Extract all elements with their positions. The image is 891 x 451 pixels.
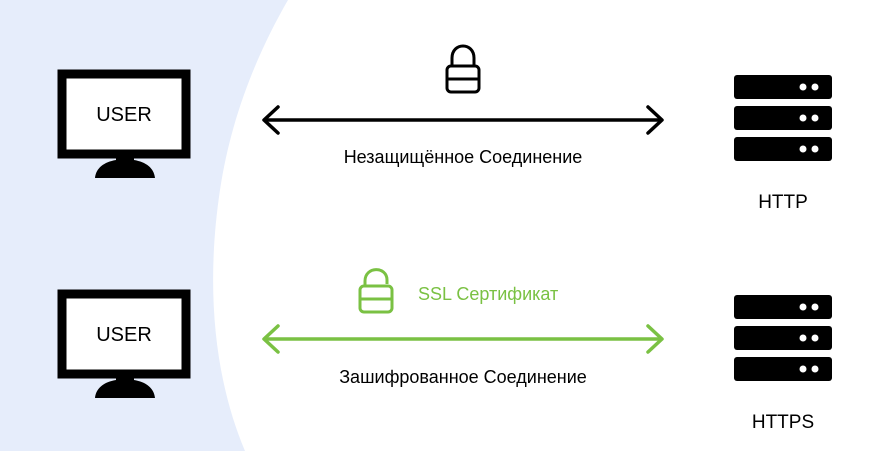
arrowhead-right-icon bbox=[646, 324, 664, 354]
bottom-lock-icon bbox=[358, 268, 394, 314]
monitor-stand-icon bbox=[95, 154, 155, 178]
top-connection-label: Незащищённое Соединение bbox=[344, 147, 583, 167]
top-lock-icon bbox=[445, 44, 481, 94]
monitor-stand-icon bbox=[95, 374, 155, 398]
arrowhead-left-icon bbox=[262, 324, 280, 354]
arrowhead-right-icon bbox=[646, 105, 664, 135]
bottom-connection-label: Зашифрованное Соединение bbox=[339, 367, 587, 387]
bottom-server-icon bbox=[734, 295, 832, 381]
top-user-label: USER bbox=[96, 104, 152, 126]
bottom-user-label: USER bbox=[96, 324, 152, 346]
bottom-server-label: HTTPS bbox=[752, 412, 814, 433]
bottom-connection-arrow bbox=[262, 324, 664, 354]
bottom-user-monitor: USER bbox=[57, 289, 191, 398]
monitor-icon bbox=[57, 69, 191, 159]
top-connection-arrow bbox=[262, 105, 664, 135]
ssl-certificate-label: SSL Сертификат bbox=[418, 284, 558, 304]
top-server-icon bbox=[734, 75, 832, 161]
top-server-label: HTTP bbox=[758, 192, 808, 213]
arrowhead-left-icon bbox=[262, 105, 280, 135]
top-user-monitor: USER bbox=[57, 69, 191, 178]
